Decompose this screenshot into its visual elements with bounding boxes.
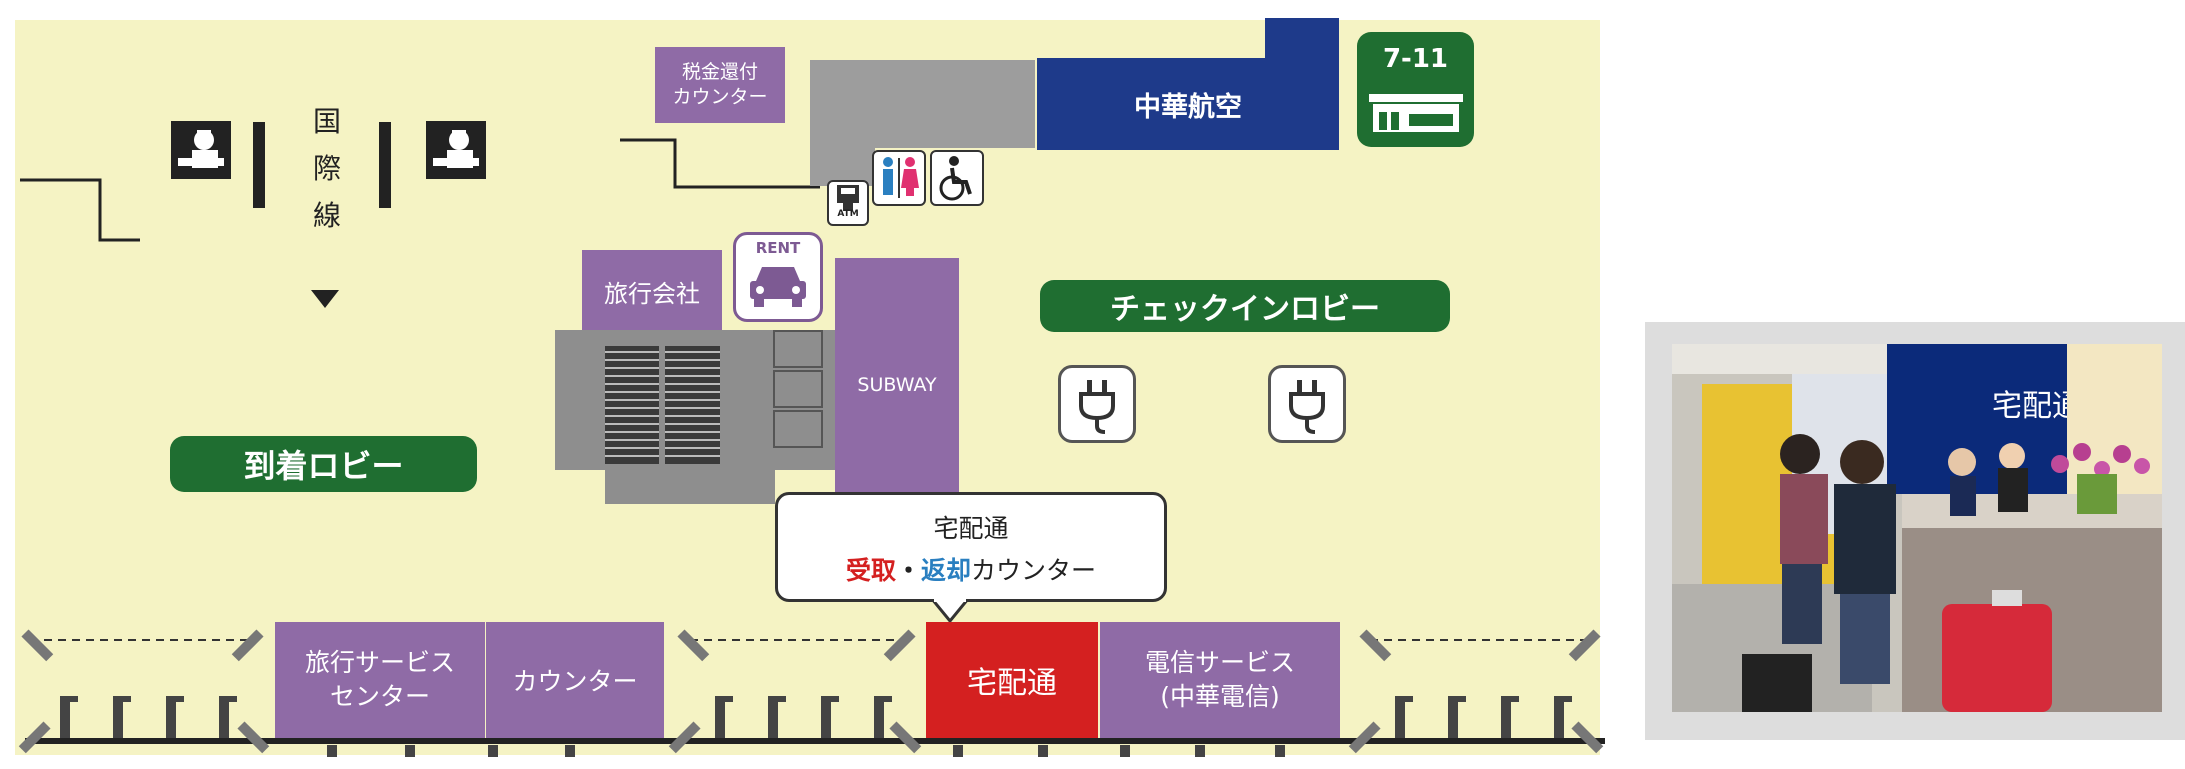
china-airlines-counter[interactable]: 中華航空	[1037, 58, 1339, 150]
restroom-icon	[872, 150, 926, 206]
travel-service-center[interactable]: 旅行サービス センター	[275, 622, 487, 738]
down-arrow-icon	[311, 290, 339, 308]
callout-return: 返却	[921, 556, 972, 585]
booth-divider-2	[379, 122, 391, 208]
counter-photo: 宅配通	[1672, 344, 2162, 712]
center-walls	[620, 138, 820, 189]
checkin-lobby-label: チェックインロビー	[1040, 280, 1450, 332]
service-block	[810, 60, 1035, 148]
counter[interactable]: カウンター	[486, 622, 664, 738]
telecom-service-label: 電信サービス (中華電信)	[1144, 648, 1295, 711]
international-char-3: 線	[312, 199, 341, 232]
callout-counter: カウンター	[971, 556, 1097, 585]
international-char-2: 際	[312, 152, 341, 185]
travel-service-center-label: 旅行サービス センター	[304, 648, 455, 711]
counter-label: カウンター	[512, 667, 638, 696]
arrival-lobby-label: 到着ロビー	[170, 436, 477, 492]
bottom-wall	[25, 738, 1605, 744]
international-char-1: 国	[312, 105, 341, 138]
gates	[18, 629, 1604, 757]
international-label: 国 際 線	[305, 98, 349, 239]
tax-refund-label: 税金還付 カウンター	[672, 61, 768, 108]
escalator-lower	[605, 468, 775, 504]
china-airlines-label: 中華航空	[1134, 91, 1242, 123]
car-rental-icon[interactable]: RENT	[733, 232, 823, 322]
service-block-2	[810, 148, 875, 186]
seven-eleven-label: 7-11	[1382, 44, 1449, 74]
power-outlet-icon	[1058, 365, 1136, 443]
travel-agency-label: 旅行会社	[604, 279, 700, 308]
immigration-officer-icon	[170, 120, 232, 180]
immigration-officer-icon-2	[425, 120, 487, 180]
atm-icon: ATM	[827, 180, 869, 226]
store-icon	[1369, 94, 1463, 132]
left-walls	[20, 178, 140, 242]
telecom-service[interactable]: 電信サービス (中華電信)	[1100, 622, 1340, 738]
wheelchair-icon	[930, 150, 984, 206]
booth-divider	[253, 122, 265, 208]
takuhaitsu-counter[interactable]: 宅配通	[926, 622, 1098, 738]
subway-entrance[interactable]: SUBWAY	[835, 258, 959, 498]
callout-separator: ・	[895, 556, 921, 585]
china-airlines-extension	[1265, 18, 1339, 63]
callout-pointer	[930, 599, 970, 623]
travel-agency[interactable]: 旅行会社	[582, 250, 722, 332]
callout-receive: 受取	[845, 556, 896, 585]
escalator-steps	[605, 346, 720, 464]
car-icon	[750, 267, 806, 307]
tax-refund-counter[interactable]: 税金還付 カウンター	[655, 47, 785, 123]
takuhaitsu-label: 宅配通	[967, 666, 1057, 701]
power-outlet-icon-2	[1268, 365, 1346, 443]
elevator-cells	[773, 330, 823, 470]
callout-subtitle: 受取・返却カウンター	[778, 551, 1164, 587]
seven-eleven-store[interactable]: 7-11	[1357, 32, 1474, 147]
atm-label: ATM	[837, 209, 859, 219]
takuhaitsu-callout: 宅配通 受取・返却カウンター	[775, 492, 1167, 602]
rent-label: RENT	[755, 239, 801, 257]
subway-label: SUBWAY	[857, 374, 937, 396]
callout-title: 宅配通	[933, 514, 1009, 543]
